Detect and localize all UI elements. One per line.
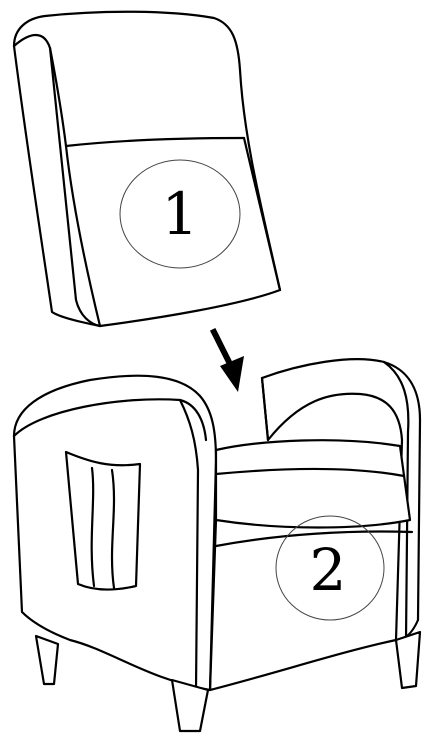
- part-1-label: 1: [162, 180, 199, 248]
- part-1-circle: [119, 159, 241, 269]
- backrest-pillow-seam: [64, 136, 246, 148]
- seat-cushion: [214, 439, 412, 529]
- part-2-circle: [275, 515, 385, 621]
- side-pocket: [64, 450, 142, 591]
- pocket-fold-1: [90, 466, 96, 588]
- left-armrest-top: [12, 398, 208, 442]
- backrest-part: 1: [12, 10, 282, 328]
- backrest-left-edge: [12, 33, 102, 328]
- backrest-right-edge: [242, 136, 282, 292]
- pocket-fold-2: [110, 468, 116, 590]
- front-panel-top: [214, 530, 414, 548]
- leg-front-left: [170, 678, 210, 733]
- backrest-pillow-left: [48, 46, 68, 148]
- left-armrest: [12, 374, 218, 692]
- left-armrest-inner: [178, 398, 200, 692]
- chair-base-part: 2: [12, 358, 422, 733]
- part-2-label: 2: [310, 536, 347, 604]
- leg-back-left: [34, 634, 60, 686]
- insert-arrow: [209, 327, 244, 392]
- backrest-front-face: [64, 144, 102, 328]
- seat-front-seam: [214, 467, 406, 478]
- front-panel-left: [208, 518, 218, 692]
- right-armrest-front: [382, 360, 410, 642]
- right-armrest-inner: [260, 376, 270, 442]
- leg-front-right: [394, 630, 422, 690]
- front-panel-bottom: [208, 638, 398, 692]
